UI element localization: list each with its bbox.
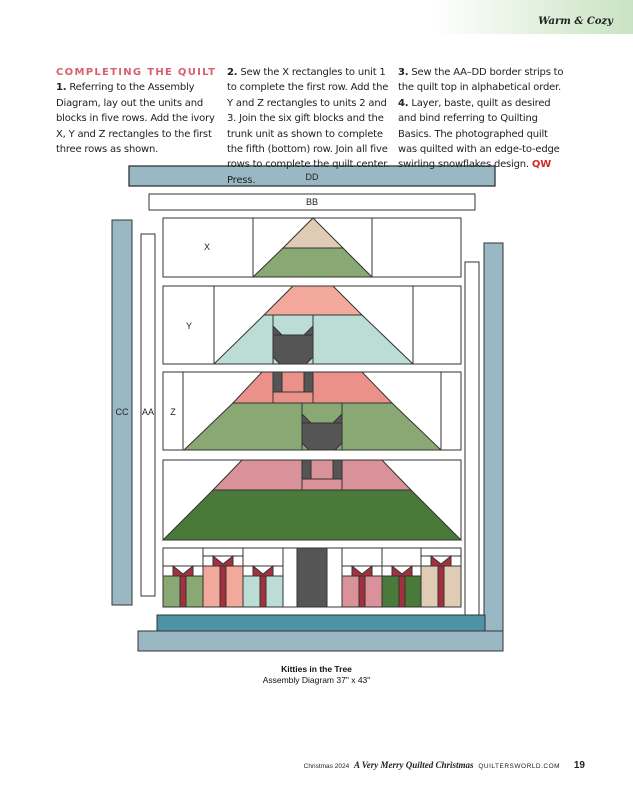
gift-ribbon [437, 565, 445, 608]
instructions-column-2: 2. Sew the X rectangles to unit 1 to com… [227, 65, 395, 188]
border-bb [148, 193, 476, 211]
page-number: 19 [573, 760, 585, 771]
label-cc: CC [116, 407, 129, 417]
row-2: Y [162, 285, 462, 365]
row-1: X [162, 217, 462, 278]
gift-ribbon [259, 575, 267, 608]
instructions-column-3: 3. Sew the AA–DD border strips to the qu… [398, 65, 566, 173]
border-cc-right [483, 242, 504, 652]
step-text: Layer, baste, quilt as desired and bind … [398, 97, 560, 171]
gift-bow [252, 564, 274, 577]
section-title: Warm & Cozy [538, 16, 613, 27]
step-number: 3. [398, 67, 409, 78]
step-number: 2. [227, 67, 238, 78]
gift-bow [391, 564, 413, 577]
gift-bow [172, 564, 194, 577]
section-heading: COMPLETING THE QUILT [56, 67, 217, 78]
footer-issue: Christmas 2024 [303, 763, 350, 770]
step-number: 1. [56, 82, 67, 94]
border-cc [111, 219, 133, 606]
gift-ribbon [179, 575, 187, 608]
border-aa-right [464, 261, 480, 632]
section-banner: Warm & Cozy [433, 0, 633, 34]
label-z: Z [170, 407, 176, 417]
border-dd-bottom [137, 630, 504, 652]
gift-ribbon [219, 565, 227, 608]
step-number: 4. [398, 97, 409, 109]
footer-url: QUILTERSWORLD.COM [478, 763, 561, 770]
gift-bow [351, 564, 373, 577]
label-bb: BB [306, 197, 318, 207]
step-text: Referring to the Assembly Diagram, lay o… [56, 82, 215, 156]
gift-ribbon [358, 575, 366, 608]
instructions-column-1: COMPLETING THE QUILT 1. Referring to the… [56, 65, 224, 157]
qw-signoff: QW [531, 159, 552, 171]
row-3: Z [162, 371, 462, 451]
diagram-title: Kitties in the Tree [281, 664, 352, 674]
label-x: X [204, 242, 210, 252]
step-text: Sew the X rectangles to unit 1 to comple… [227, 67, 390, 186]
page-footer: Christmas 2024 A Very Merry Quilted Chri… [304, 760, 585, 771]
label-aa: AA [142, 407, 154, 417]
gift-ribbon [398, 575, 406, 608]
border-aa [140, 233, 156, 597]
border-bb-bottom [156, 614, 486, 632]
border-dd [128, 165, 496, 187]
gift-bow [212, 554, 234, 567]
step-text: Sew the AA–DD border strips to the quilt… [398, 67, 564, 94]
row-4 [161, 459, 463, 541]
label-dd: DD [306, 172, 319, 182]
trunk [296, 547, 328, 608]
footer-title: A Very Merry Quilted Christmas [354, 760, 474, 770]
assembly-diagram: DD BB CC AA X Y Z [111, 165, 504, 652]
diagram-subtitle: Assembly Diagram 37" x 43" [262, 675, 371, 685]
label-y: Y [186, 321, 192, 331]
row-5 [162, 547, 462, 608]
gift-bow [430, 554, 452, 567]
